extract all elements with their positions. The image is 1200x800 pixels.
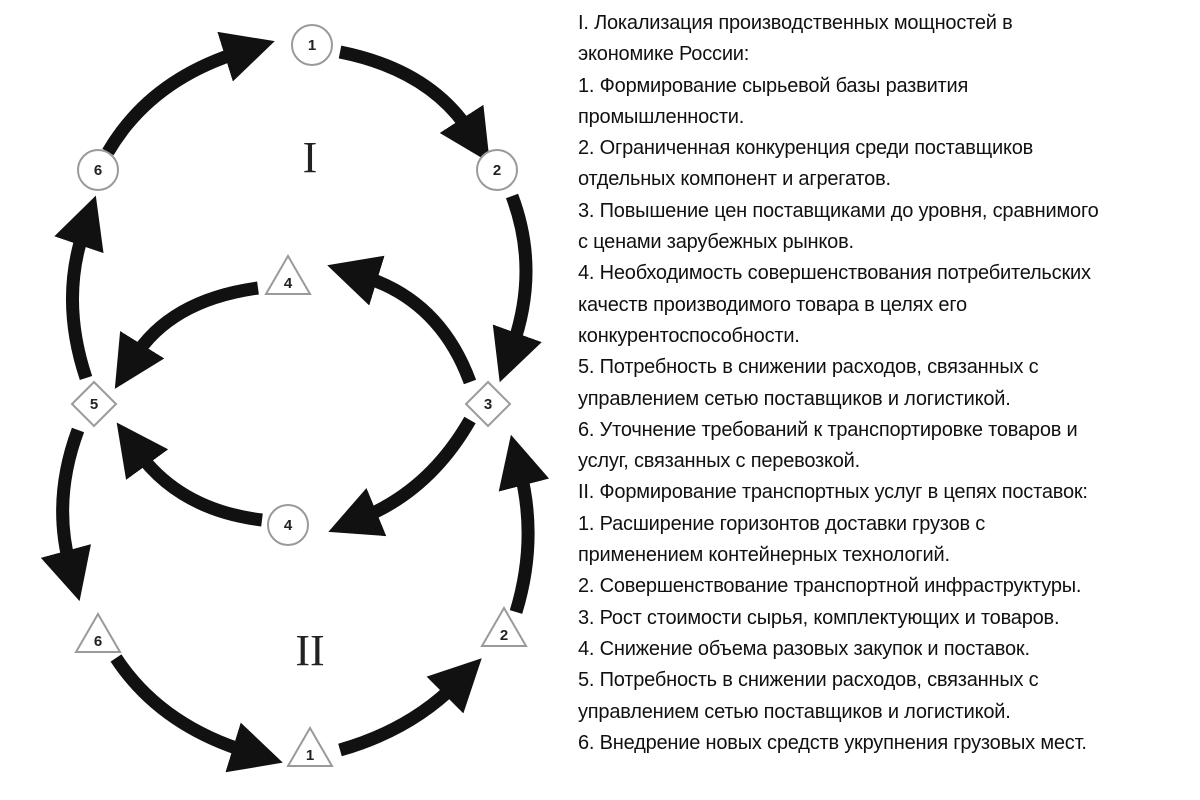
arrow-upper4-to-mid5 — [114, 281, 259, 389]
arrow-mid3-to-upper4 — [327, 255, 477, 385]
legend-line: с ценами зарубежных рынков. — [578, 231, 854, 254]
node-bottom-2-label: 2 — [500, 627, 508, 644]
node-bottom-6: 6 — [74, 612, 122, 653]
node-mid-5: 5 — [70, 380, 118, 428]
node-mid-4-upper-label: 4 — [284, 275, 293, 292]
legend-line: 4. Необходимость совершенствования потре… — [578, 262, 1091, 285]
node-top-6-circle — [77, 149, 119, 191]
node-bottom-6-triangle — [74, 612, 122, 653]
node-top-2-circle — [476, 149, 518, 191]
node-top-2-label: 2 — [493, 162, 501, 179]
node-bottom-1: 1 — [286, 726, 334, 767]
legend-line: промышленности. — [578, 105, 745, 128]
node-mid-5-diamond — [70, 380, 118, 428]
legend-line: услуг, связанных с перевозкой. — [578, 450, 861, 473]
legend-line: 5. Потребность в снижении расходов, связ… — [578, 669, 1039, 692]
legend-line: 3. Повышение цен поставщиками до уровня,… — [578, 199, 1099, 222]
node-bottom-1-triangle — [286, 726, 334, 767]
legend-line: отдельных компонент и агрегатов. — [578, 168, 891, 191]
node-mid-3-label: 3 — [484, 396, 492, 413]
legend-line: 1. Формирование сырьевой базы развития — [578, 74, 969, 97]
node-mid-5-label: 5 — [90, 396, 98, 413]
node-top-6-label: 6 — [94, 162, 102, 179]
arrow-mid5-to-top6 — [54, 195, 104, 381]
node-bottom-2-triangle — [480, 606, 528, 647]
node-top-1: 1 — [291, 24, 333, 66]
legend-text: I. Локализация производственных мощносте… — [578, 8, 1190, 759]
arrow-bottom6-to-bottom1 — [110, 654, 283, 773]
node-bottom-2: 2 — [480, 606, 528, 647]
legend-line: применением контейнерных технологий. — [578, 544, 950, 567]
legend-line: экономике России: — [578, 43, 750, 66]
legend-line: 6. Уточнение требований к транспортировк… — [578, 418, 1078, 441]
node-mid-4-lower-label: 4 — [284, 517, 293, 534]
legend-line: 5. Потребность в снижении расходов, связ… — [578, 356, 1039, 379]
node-top-2: 2 — [476, 149, 518, 191]
arrow-mid3-to-lower4 — [328, 416, 476, 537]
arrow-lower4-to-mid5 — [116, 422, 263, 527]
node-mid-4-upper-triangle — [264, 254, 312, 295]
arrow-top2-to-mid3 — [492, 193, 542, 383]
arrow-bottom2-to-mid3 — [498, 434, 550, 614]
arrow-mid5-to-bottom6 — [40, 427, 91, 602]
node-mid-4-lower-circle — [267, 504, 309, 546]
section-label-bottom: II — [295, 626, 324, 675]
section-label-top: I — [303, 133, 318, 182]
legend-line: 2. Совершенствование транспортной инфрас… — [578, 575, 1082, 598]
arrow-top6-to-top1 — [102, 31, 275, 156]
legend-line: управлением сетью поставщиков и логистик… — [578, 387, 1011, 410]
legend-line: II. Формирование транспортных услуг в це… — [578, 481, 1088, 504]
cycle-diagram: I II 1 2 6 4 5 3 4 6 2 1 — [40, 24, 550, 773]
legend-line: 4. Снижение объема разовых закупок и пос… — [578, 637, 1030, 660]
legend-line: 3. Рост стоимости сырья, комплектующих и… — [578, 606, 1060, 629]
node-top-1-label: 1 — [308, 37, 316, 54]
arrows — [40, 31, 550, 773]
node-bottom-6-label: 6 — [94, 633, 102, 650]
node-top-1-circle — [291, 24, 333, 66]
node-mid-4-lower: 4 — [267, 504, 309, 546]
legend-line: управлением сетью поставщиков и логистик… — [578, 700, 1011, 723]
node-bottom-1-label: 1 — [306, 747, 314, 764]
node-top-6: 6 — [77, 149, 119, 191]
legend-line: 6. Внедрение новых средств укрупнения гр… — [578, 731, 1087, 754]
legend-line: качеств производимого товара в целях его — [578, 293, 967, 316]
arrow-top1-to-top2 — [338, 45, 490, 163]
node-mid-3-diamond — [464, 380, 512, 428]
legend-line: I. Локализация производственных мощносте… — [578, 12, 1013, 34]
node-mid-3: 3 — [464, 380, 512, 428]
legend-line: 2. Ограниченная конкуренция среди постав… — [578, 137, 1034, 160]
legend-line: конкурентоспособности. — [578, 324, 800, 347]
node-mid-4-upper: 4 — [264, 254, 312, 295]
legend-line: 1. Расширение горизонтов доставки грузов… — [578, 512, 986, 535]
arrow-bottom1-to-bottom2 — [338, 658, 482, 757]
